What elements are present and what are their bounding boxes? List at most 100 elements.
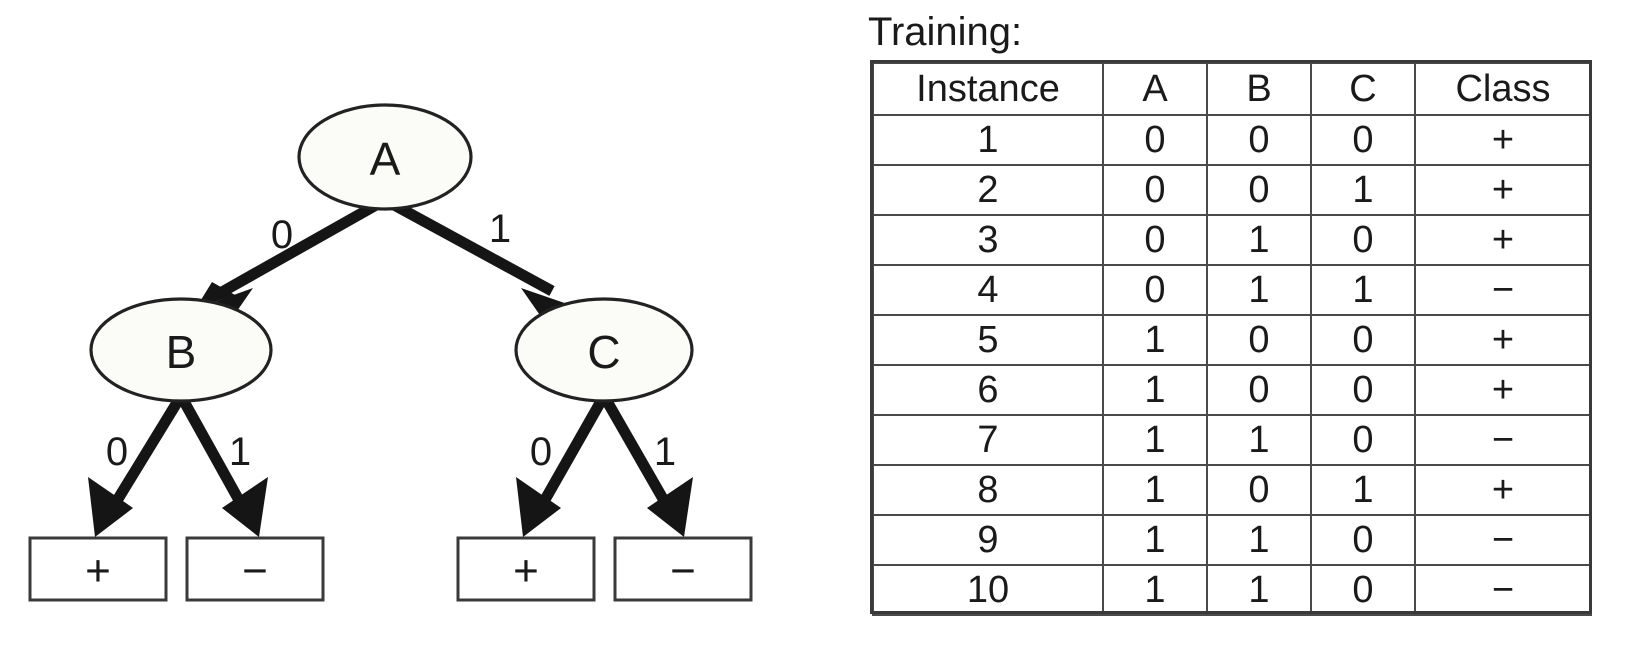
tree-leaf-c-plus[interactable]: + xyxy=(456,536,596,602)
leaf-label-b-plus: + xyxy=(85,547,111,596)
node-ellipse-c xyxy=(514,297,694,403)
node-label-a: A xyxy=(370,133,401,185)
decision-tree-panel: 0 1 0 1 0 1 A B C + − xyxy=(0,0,800,671)
cell-a: 1 xyxy=(1102,364,1208,416)
edge-a-to-c xyxy=(382,195,579,321)
header-c: C xyxy=(1310,62,1416,116)
table-row: 5 1 0 0 + xyxy=(872,314,1592,366)
edge-label-a-1: 1 xyxy=(489,207,511,251)
tree-node-b[interactable]: B xyxy=(89,297,273,403)
cell-b: 1 xyxy=(1206,214,1312,266)
cell-c: 0 xyxy=(1310,364,1416,416)
cell-class: + xyxy=(1414,464,1592,516)
cell-b: 0 xyxy=(1206,114,1312,166)
cell-class: − xyxy=(1414,264,1592,316)
tree-leaf-b-minus[interactable]: − xyxy=(185,536,325,602)
cell-class: − xyxy=(1414,514,1592,566)
cell-a: 0 xyxy=(1102,114,1208,166)
table-row: 6 1 0 0 + xyxy=(872,364,1592,416)
cell-c: 0 xyxy=(1310,214,1416,266)
cell-b: 1 xyxy=(1206,414,1312,466)
cell-instance: 5 xyxy=(872,314,1104,366)
tree-node-c[interactable]: C xyxy=(514,297,694,403)
header-instance: Instance xyxy=(872,62,1104,116)
node-label-c: C xyxy=(587,326,620,378)
edge-label-a-0: 0 xyxy=(271,213,293,257)
edge-b-to-leaf-plus xyxy=(88,393,186,537)
edge-label-b-1: 1 xyxy=(229,430,251,474)
cell-instance: 8 xyxy=(872,464,1104,516)
leaf-label-c-minus: − xyxy=(670,547,696,596)
cell-a: 1 xyxy=(1102,514,1208,566)
cell-b: 0 xyxy=(1206,164,1312,216)
cell-instance: 1 xyxy=(872,114,1104,166)
tree-leaf-c-minus[interactable]: − xyxy=(613,536,753,602)
table-row: 4 0 1 1 − xyxy=(872,264,1592,316)
edge-label-c-1: 1 xyxy=(654,430,676,474)
node-label-b: B xyxy=(166,326,197,378)
cell-class: + xyxy=(1414,314,1592,366)
cell-class: + xyxy=(1414,114,1592,166)
table-row: 2 0 0 1 + xyxy=(872,164,1592,216)
table-row: 3 0 1 0 + xyxy=(872,214,1592,266)
cell-a: 1 xyxy=(1102,314,1208,366)
header-class: Class xyxy=(1414,62,1592,116)
cell-class: − xyxy=(1414,414,1592,466)
node-ellipse-a xyxy=(297,103,473,211)
cell-instance: 3 xyxy=(872,214,1104,266)
cell-b: 1 xyxy=(1206,564,1312,616)
cell-a: 0 xyxy=(1102,264,1208,316)
decision-tree-graphic: 0 1 0 1 0 1 A B C + − xyxy=(28,103,753,602)
cell-c: 1 xyxy=(1310,464,1416,516)
table-row: 7 1 1 0 − xyxy=(872,414,1592,466)
header-a: A xyxy=(1102,62,1208,116)
leaf-rect-b-plus xyxy=(28,536,168,602)
table-row: 10 1 1 0 − xyxy=(872,564,1592,616)
tree-leaf-b-plus[interactable]: + xyxy=(28,536,168,602)
cell-c: 1 xyxy=(1310,264,1416,316)
training-table-panel: Training: Instance A B C Class 1 0 0 0 xyxy=(840,0,1628,671)
cell-class: + xyxy=(1414,164,1592,216)
cell-a: 0 xyxy=(1102,214,1208,266)
cell-instance: 10 xyxy=(872,564,1104,616)
cell-class: − xyxy=(1414,564,1592,616)
leaf-rect-c-minus xyxy=(613,536,753,602)
table-row: 9 1 1 0 − xyxy=(872,514,1592,566)
cell-c: 0 xyxy=(1310,114,1416,166)
header-b: B xyxy=(1206,62,1312,116)
leaf-label-b-minus: − xyxy=(242,547,268,596)
cell-instance: 7 xyxy=(872,414,1104,466)
cell-instance: 4 xyxy=(872,264,1104,316)
cell-instance: 6 xyxy=(872,364,1104,416)
edge-c-to-leaf-plus xyxy=(516,393,609,537)
cell-b: 0 xyxy=(1206,464,1312,516)
cell-instance: 9 xyxy=(872,514,1104,566)
edge-c-to-leaf-minus xyxy=(599,393,693,537)
cell-c: 0 xyxy=(1310,514,1416,566)
table-row: 1 0 0 0 + xyxy=(872,114,1592,166)
cell-c: 0 xyxy=(1310,414,1416,466)
tree-node-a[interactable]: A xyxy=(297,103,473,211)
leaf-label-c-plus: + xyxy=(513,547,539,596)
cell-a: 1 xyxy=(1102,414,1208,466)
cell-b: 0 xyxy=(1206,314,1312,366)
training-caption: Training: xyxy=(868,10,1023,54)
leaf-rect-b-minus xyxy=(185,536,325,602)
cell-c: 1 xyxy=(1310,164,1416,216)
edge-label-c-0: 0 xyxy=(530,430,552,474)
edge-label-b-0: 0 xyxy=(106,430,128,474)
cell-a: 1 xyxy=(1102,464,1208,516)
cell-c: 0 xyxy=(1310,564,1416,616)
cell-instance: 2 xyxy=(872,164,1104,216)
edge-b-to-leaf-minus xyxy=(176,393,268,537)
cell-b: 1 xyxy=(1206,264,1312,316)
leaf-rect-c-plus xyxy=(456,536,596,602)
cell-a: 1 xyxy=(1102,564,1208,616)
cell-class: + xyxy=(1414,364,1592,416)
training-data-table: Instance A B C Class 1 0 0 0 + 2 0 0 1 + xyxy=(872,62,1592,616)
cell-b: 1 xyxy=(1206,514,1312,566)
cell-class: + xyxy=(1414,214,1592,266)
cell-a: 0 xyxy=(1102,164,1208,216)
table-header-row: Instance A B C Class xyxy=(872,62,1592,116)
node-ellipse-b xyxy=(89,297,273,403)
